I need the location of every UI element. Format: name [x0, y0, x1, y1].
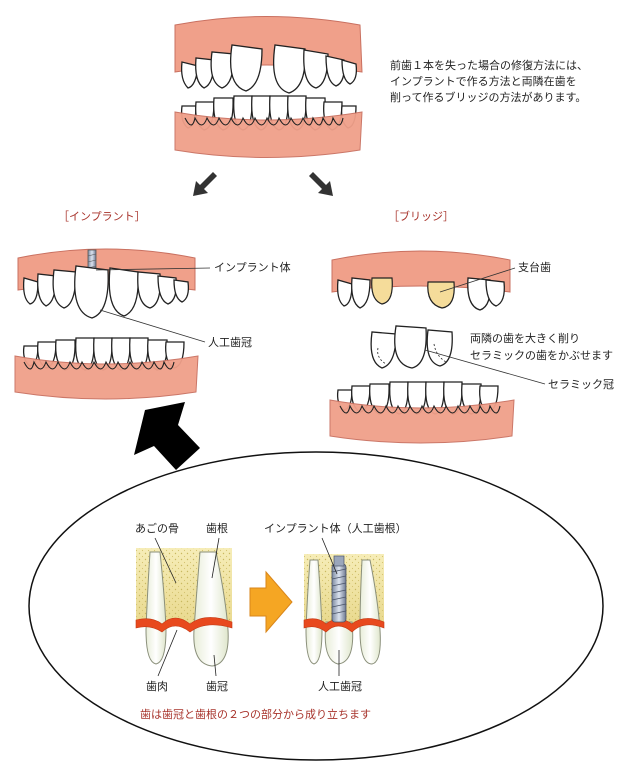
implant-gum — [303, 618, 385, 633]
orange-arrow-icon — [249, 570, 293, 634]
bridge-abutment-teeth — [371, 277, 455, 309]
detail-caption: 歯は歯冠と歯根の２つの部分から成り立ちます — [140, 708, 371, 721]
intro-line: インプラントで作る方法と両隣在歯を — [390, 75, 577, 88]
big-black-arrow-icon — [134, 402, 200, 470]
label-ceramic-crown: セラミック冠 — [548, 378, 614, 391]
implant-artificial-crown — [324, 621, 354, 665]
implant-section — [303, 537, 385, 676]
intro-line: 前歯１本を失った場合の修復方法には、 — [390, 59, 588, 72]
label-jawbone: あごの骨 — [135, 522, 179, 535]
label-artificial-crown-detail: 人工歯冠 — [318, 680, 362, 693]
branch-arrows — [193, 172, 333, 196]
arrow-down-left-icon — [193, 172, 217, 196]
bridge-ceramic-crowns — [370, 325, 453, 369]
bridge-description-line: 両隣の歯を大きく削り — [470, 332, 580, 345]
top-mouth-illustration — [174, 16, 363, 158]
arrow-down-right-icon — [309, 172, 333, 196]
intro-text: 前歯１本を失った場合の修復方法には、 インプラントで作る方法と両隣在歯を 削って… — [390, 58, 630, 106]
label-tooth-root: 歯根 — [206, 522, 228, 535]
label-implant-fixture: インプラント体 — [214, 261, 291, 274]
natural-tooth-left — [145, 551, 167, 665]
label-artificial-crown: 人工歯冠 — [208, 336, 252, 349]
natural-tooth-section — [135, 537, 233, 677]
bridge-description: 両隣の歯を大きく削り セラミックの歯をかぶせます — [470, 330, 613, 364]
bridge-upper-teeth — [336, 277, 505, 311]
bridge-illustration — [329, 250, 546, 444]
implant-upper-teeth — [22, 265, 190, 319]
top-lower-gum — [174, 111, 363, 158]
natural-tooth-right — [193, 551, 229, 667]
implant-illustration — [14, 248, 211, 400]
label-crown: 歯冠 — [206, 680, 228, 693]
intro-line: 削って作るブリッジの方法があります。 — [390, 91, 587, 104]
label-gum: 歯肉 — [146, 680, 168, 693]
label-abutment-tooth: 支台歯 — [518, 261, 551, 274]
bridge-description-line: セラミックの歯をかぶせます — [470, 349, 613, 362]
detail-ellipse — [28, 451, 604, 761]
label-implant-fixture-root: インプラント体（人工歯根） — [264, 522, 407, 535]
top-upper-teeth — [180, 44, 358, 94]
bridge-heading: ［ブリッジ］ — [388, 210, 454, 223]
natural-gum — [135, 617, 233, 633]
implant-heading: ［インプラント］ — [58, 210, 146, 223]
